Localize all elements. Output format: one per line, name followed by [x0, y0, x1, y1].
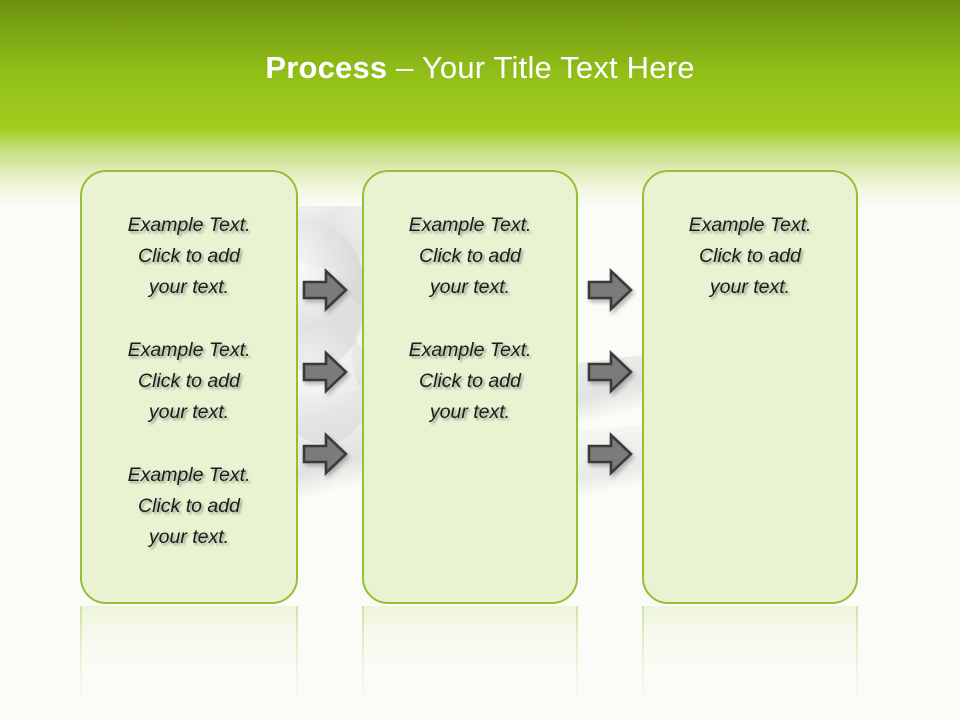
- arrow-right-icon: [587, 432, 633, 476]
- page-title-strong: Process: [265, 50, 388, 85]
- text-block[interactable]: Example Text. Click to add your text.: [127, 464, 251, 548]
- process-box-2[interactable]: Example Text. Click to add your text. Ex…: [362, 170, 578, 604]
- text-block[interactable]: Example Text. Click to add your text.: [688, 214, 812, 298]
- text-block[interactable]: Example Text. Click to add your text.: [408, 214, 532, 298]
- text-block[interactable]: Example Text. Click to add your text.: [127, 214, 251, 298]
- reflection-column-3: [642, 606, 858, 718]
- arrow-right-icon: [302, 432, 348, 476]
- arrow-right-icon: [302, 350, 348, 394]
- reflection-column-1: [80, 606, 298, 718]
- text-block[interactable]: Example Text. Click to add your text.: [408, 339, 532, 423]
- page-title-rest: – Your Title Text Here: [387, 50, 695, 85]
- arrow-right-icon: [587, 350, 633, 394]
- page-title: Process – Your Title Text Here: [0, 48, 960, 88]
- arrow-right-icon: [587, 268, 633, 312]
- process-box-1[interactable]: Example Text. Click to add your text. Ex…: [80, 170, 298, 604]
- reflection-column-2: [362, 606, 578, 718]
- arrow-right-icon: [302, 268, 348, 312]
- header-band: [0, 0, 960, 128]
- text-block[interactable]: Example Text. Click to add your text.: [127, 339, 251, 423]
- process-box-3[interactable]: Example Text. Click to add your text.: [642, 170, 858, 604]
